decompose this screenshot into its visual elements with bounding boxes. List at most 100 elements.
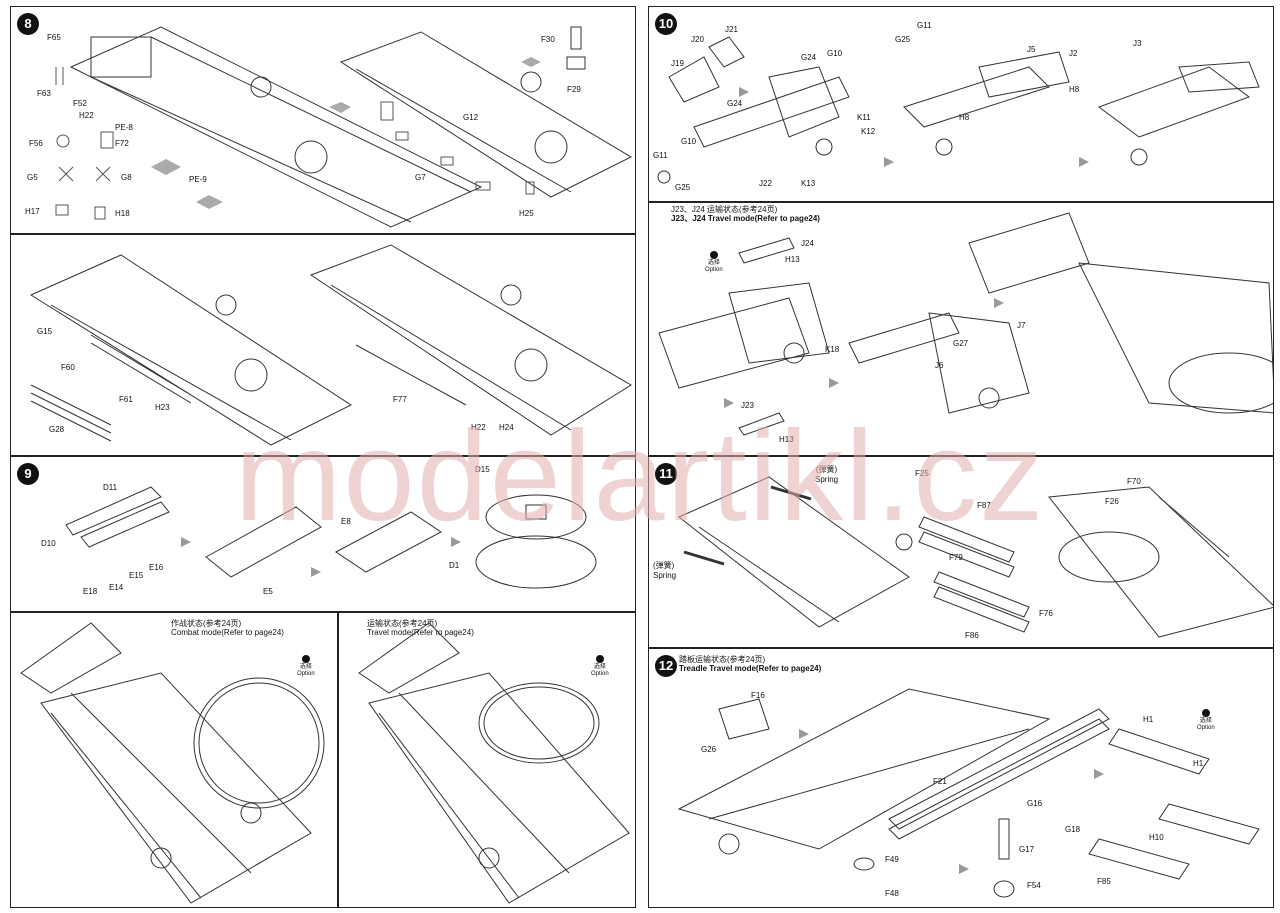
part-label: G5 xyxy=(27,173,38,182)
step-12-panel: 12 踏板运输状态(参考24页) Treadle Travel mode(Ref… xyxy=(648,648,1274,908)
part-label: F76 xyxy=(1039,609,1053,618)
part-label: F63 xyxy=(37,89,51,98)
part-label: J3 xyxy=(1133,39,1142,48)
part-label: G24 xyxy=(727,99,743,108)
axle-illustration-10a xyxy=(657,36,1260,184)
option-dot-icon xyxy=(595,655,604,663)
part-label: G10 xyxy=(827,49,843,58)
part-label: J23 xyxy=(741,401,754,410)
part-label: H13 xyxy=(785,255,800,264)
travel-lock-illustration-10b xyxy=(658,212,1273,436)
part-label: F70 xyxy=(1127,477,1141,486)
part-label: F77 xyxy=(393,395,407,404)
part-label: H25 xyxy=(519,209,534,218)
part-label: G28 xyxy=(49,425,65,434)
part-label: J21 xyxy=(725,25,738,34)
travel-mode-panel: 运输状态(参考24页) Travel mode(Refer to page24)… xyxy=(338,612,636,908)
part-label: D11 xyxy=(103,483,118,492)
step-11-panel: 11 (弹簧)Spring (弹簧)Spring F25 F87 F79 F76… xyxy=(648,456,1274,648)
part-label: J2 xyxy=(1069,49,1078,58)
combat-mode-panel: 作战状态(参考24页) Combat mode(Refer to page24)… xyxy=(10,612,338,908)
step-8-panel: 8 xyxy=(10,6,636,234)
treadle-caption-en: Treadle Travel mode(Refer to page24) xyxy=(679,664,822,673)
part-label: G11 xyxy=(917,21,932,30)
part-label: H10 xyxy=(1149,833,1164,842)
part-label: F52 xyxy=(73,99,87,108)
part-label: F54 xyxy=(1027,881,1041,890)
part-label: F61 xyxy=(119,395,133,404)
part-label: G11 xyxy=(653,151,668,160)
travel-caption-cn: 运输状态(参考24页) xyxy=(367,619,438,628)
part-label: F72 xyxy=(115,139,129,148)
chassis-illustration-8a xyxy=(55,26,633,228)
part-label: K11 xyxy=(857,113,871,122)
part-label: D10 xyxy=(41,539,56,548)
part-label: F16 xyxy=(751,691,765,700)
part-label: G17 xyxy=(1019,845,1035,854)
spring-caption-bottom: (弹簧)Spring xyxy=(653,561,677,580)
travel-caption-en: Travel mode(Refer to page24) xyxy=(367,628,474,637)
part-label: H1 xyxy=(1193,759,1204,768)
part-label: G8 xyxy=(121,173,132,182)
part-label: E16 xyxy=(149,563,164,572)
part-label: H17 xyxy=(25,207,40,216)
step-number-12: 12 xyxy=(655,655,677,677)
part-label: G25 xyxy=(675,183,691,192)
part-label: J6 xyxy=(935,361,944,370)
part-label: G16 xyxy=(1027,799,1043,808)
part-label: E15 xyxy=(129,571,144,580)
part-label: E5 xyxy=(263,587,273,596)
option-dot-icon xyxy=(709,251,718,259)
part-label: J24 xyxy=(801,239,814,248)
part-label: F48 xyxy=(885,889,899,898)
part-label: D1 xyxy=(449,561,460,570)
j23-caption-en: J23、J24 Travel mode(Refer to page24) xyxy=(671,214,820,223)
part-label: F30 xyxy=(541,35,555,44)
combat-mode-illustration xyxy=(20,622,325,904)
part-label: J22 xyxy=(759,179,772,188)
step-8-continued-panel: G15 F60 F61 G28 H23 F77 H22 H24 xyxy=(10,234,636,456)
step-number-9: 9 xyxy=(17,463,39,485)
part-label: F49 xyxy=(885,855,899,864)
part-label: H22 xyxy=(471,423,486,432)
part-label: F65 xyxy=(47,33,61,42)
option-dot-icon xyxy=(1201,709,1210,717)
treadle-caption-cn: 踏板运输状态(参考24页) xyxy=(679,655,766,664)
part-label: G7 xyxy=(415,173,426,182)
part-label: PE-9 xyxy=(189,175,207,184)
step-9-panel: 9 D11 D10 E14 E15 E16 E18 E5 E8 D15 D1 xyxy=(10,456,636,612)
step-number-11: 11 xyxy=(655,463,677,485)
part-label: J20 xyxy=(691,35,704,44)
part-label: E18 xyxy=(83,587,98,596)
part-label: J7 xyxy=(1017,321,1026,330)
part-label: G26 xyxy=(701,745,717,754)
part-label: H1 xyxy=(1143,715,1154,724)
part-label: PE-8 xyxy=(115,123,133,132)
part-label: E8 xyxy=(341,517,351,526)
part-label: F26 xyxy=(1105,497,1119,506)
part-label: F29 xyxy=(567,85,581,94)
part-label: H13 xyxy=(779,435,794,444)
part-label: H8 xyxy=(1069,85,1080,94)
part-label: G24 xyxy=(801,53,817,62)
step-10-travel-panel: J23、J24 运输状态(参考24页) J23、J24 Travel mode(… xyxy=(648,202,1274,456)
part-label: G27 xyxy=(953,339,969,348)
platform-illustration-9 xyxy=(65,486,597,589)
part-label: D15 xyxy=(475,465,490,474)
treadle-illustration-12 xyxy=(677,688,1260,898)
part-label: H22 xyxy=(79,111,94,120)
part-label: F87 xyxy=(977,501,991,510)
travel-mode-illustration xyxy=(358,622,630,904)
part-label: G15 xyxy=(37,327,53,336)
part-label: F86 xyxy=(965,631,979,640)
part-label: F25 xyxy=(915,469,929,478)
part-label: F79 xyxy=(949,553,963,562)
part-label: J19 xyxy=(671,59,684,68)
part-label: H24 xyxy=(499,423,514,432)
combat-caption-en: Combat mode(Refer to page24) xyxy=(171,628,284,637)
part-label: E14 xyxy=(109,583,124,592)
